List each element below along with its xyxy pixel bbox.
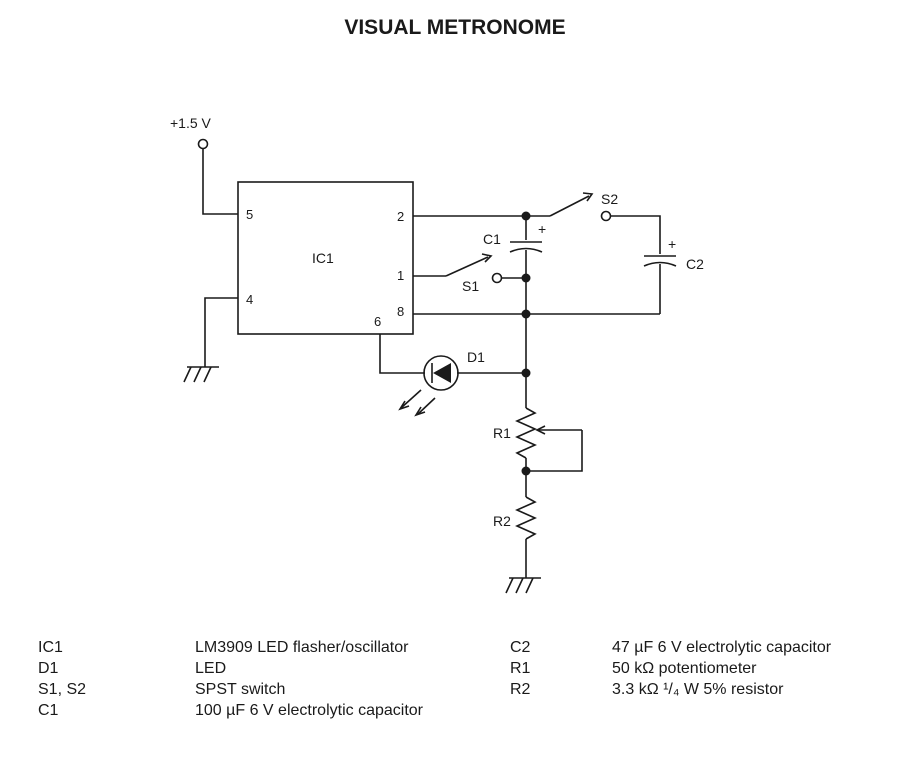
led-light-arrows-icon xyxy=(398,389,436,417)
pin2-label: 2 xyxy=(397,209,404,224)
ground-symbol-r2 xyxy=(505,577,541,594)
switch-s2-contact xyxy=(600,210,612,222)
supply-label: +1.5 V xyxy=(170,115,212,131)
part-ref-ic1: IC1 xyxy=(38,639,63,656)
part-desc-d1: LED xyxy=(195,660,227,677)
part-ref-r1: R1 xyxy=(510,660,531,677)
led-d1 xyxy=(423,355,459,391)
wire-pin4-ground xyxy=(204,297,238,367)
resistor-r2 xyxy=(515,496,537,540)
pin1-label: 1 xyxy=(397,268,404,283)
part-ref-s1-s2: S1, S2 xyxy=(38,681,87,698)
capacitor-c1 xyxy=(509,241,543,253)
wire-s2-c2 xyxy=(610,215,661,254)
circuit-schematic: VISUAL METRONOME +1.5 V IC1 5 4 2 1 8 6 … xyxy=(170,16,704,594)
switch-s2-blade xyxy=(549,195,590,217)
pin4-label: 4 xyxy=(246,292,253,307)
part-desc-r1: 50 kΩ potentiometer xyxy=(612,660,757,677)
part-desc-c1: 100 µF 6 V electrolytic capacitor xyxy=(195,702,423,719)
part-desc-ic1: LM3909 LED flasher/oscillator xyxy=(195,639,409,656)
wire-supply-pin5 xyxy=(202,148,238,215)
part-ref-d1: D1 xyxy=(38,660,59,677)
pin5-label: 5 xyxy=(246,207,253,222)
pin6-label: 6 xyxy=(374,314,381,329)
junction-r1 xyxy=(521,466,531,476)
c1-label: C1 xyxy=(483,231,501,247)
wire-wiper-loop xyxy=(526,430,583,472)
ic1-body xyxy=(237,181,414,335)
s1-label: S1 xyxy=(462,278,479,294)
switch-s1-arrow xyxy=(481,253,493,263)
part-ref-r2: R2 xyxy=(510,681,531,698)
switch-s2-arrow xyxy=(582,192,594,202)
part-ref-c2: C2 xyxy=(510,639,531,656)
junction-led xyxy=(521,368,531,378)
r2-label: R2 xyxy=(493,513,511,529)
capacitor-c2 xyxy=(643,255,677,267)
c1-plus: + xyxy=(538,221,546,237)
parts-list: IC1 LM3909 LED flasher/oscillator D1 LED… xyxy=(0,638,900,738)
wire-pin6 xyxy=(379,334,425,374)
part-desc-c2: 47 µF 6 V electrolytic capacitor xyxy=(612,639,832,656)
c2-plus: + xyxy=(668,236,676,252)
diagram-title: VISUAL METRONOME xyxy=(344,16,565,39)
r1-wiper-arrow xyxy=(535,425,546,435)
d1-label: D1 xyxy=(467,349,485,365)
part-ref-c1: C1 xyxy=(38,702,59,719)
supply-terminal xyxy=(197,138,209,150)
part-desc-s1-s2: SPST switch xyxy=(195,681,286,698)
s2-label: S2 xyxy=(601,191,618,207)
c2-label: C2 xyxy=(686,256,704,272)
ground-symbol-ic xyxy=(183,366,219,383)
potentiometer-r1 xyxy=(515,407,537,459)
r1-label: R1 xyxy=(493,425,511,441)
switch-s1-blade xyxy=(445,256,489,277)
pin8-label: 8 xyxy=(397,304,404,319)
switch-s1-contact xyxy=(491,272,503,284)
ic1-label: IC1 xyxy=(312,250,334,266)
part-desc-r2: 3.3 kΩ ¹/₄ W 5% resistor xyxy=(612,681,784,698)
